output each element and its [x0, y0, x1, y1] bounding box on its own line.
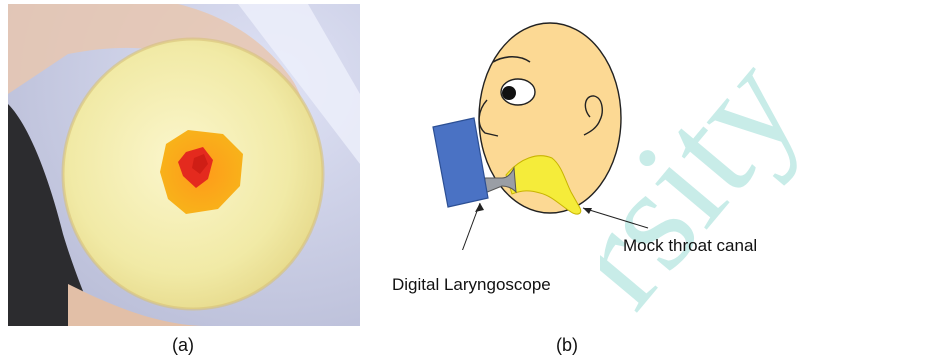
- label-mock-throat-canal: Mock throat canal: [623, 236, 757, 256]
- caption-b: (b): [556, 335, 578, 356]
- label-digital-laryngoscope: Digital Laryngoscope: [392, 275, 551, 295]
- caption-a: (a): [172, 335, 194, 356]
- panel-a-photo: [8, 4, 360, 326]
- panel-b-diagram: [420, 0, 660, 250]
